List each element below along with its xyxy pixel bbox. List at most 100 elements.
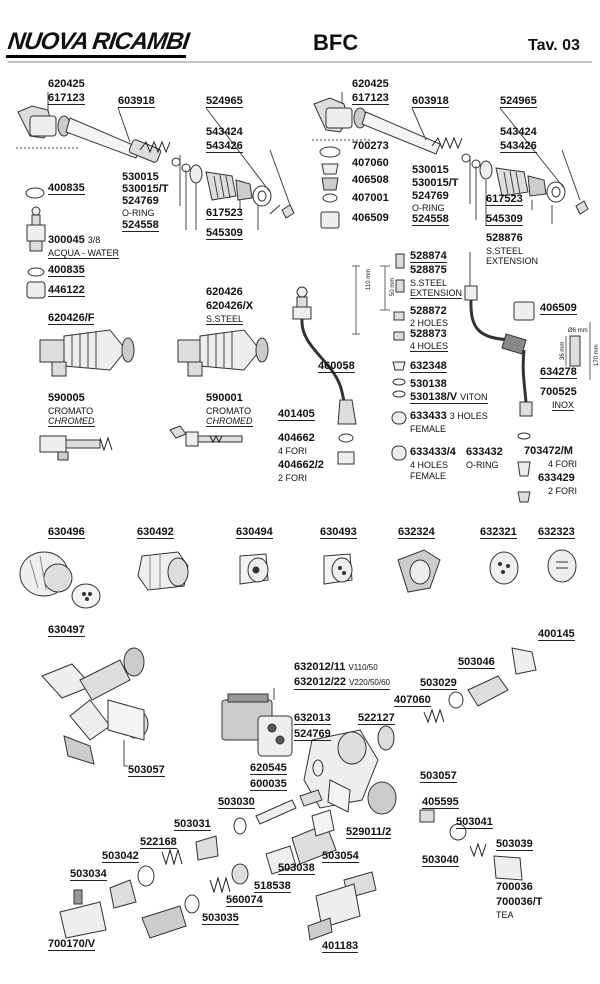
label-2fori: 2 FORI: [278, 473, 308, 483]
dimension-markers: [352, 265, 390, 335]
label-v220: V220/50/60: [349, 678, 390, 687]
label-407060-bottom: 407060: [394, 694, 431, 707]
valve-parts-upper-right: [377, 647, 537, 751]
label-cromato-590001: CROMATO: [206, 406, 252, 416]
label-404662-2: 404662/2: [278, 459, 324, 471]
dim-36mm: 36 mm: [560, 341, 566, 360]
dim-50mm: 50 mm: [390, 277, 396, 296]
label-503034: 503034: [70, 868, 107, 881]
label-617523-left: 617523: [206, 207, 243, 220]
label-530015T-left: 530015/T: [122, 183, 169, 195]
label-560074: 560074: [226, 894, 263, 907]
label-503057-center: 503057: [420, 770, 457, 783]
valve-parts-lower-left: [59, 789, 337, 939]
label-406509-top: 406509: [352, 212, 389, 224]
label-chromed-590005: CHROMED: [48, 416, 95, 427]
spray-632323: [547, 549, 577, 583]
label-460058: 460058: [318, 360, 355, 373]
spray-630497: [71, 583, 101, 609]
group-head-assembly-503057-left: [41, 647, 149, 765]
label-530015-right: 530015: [412, 164, 449, 176]
label-530138: 530138: [410, 378, 447, 390]
valve-body-503057-center: [303, 729, 397, 815]
label-632012-22-code: 632012/22: [294, 676, 346, 688]
spray-630492: [137, 551, 189, 591]
tap-body-620426: [177, 329, 269, 377]
label-401405: 401405: [278, 408, 315, 421]
label-300045: 300045 3/8: [48, 234, 100, 246]
tea-valve-parts-right: [419, 809, 523, 881]
label-700273: 700273: [352, 140, 389, 152]
label-603918-right: 603918: [412, 95, 449, 108]
label-503031: 503031: [174, 818, 211, 831]
label-528876: 528876: [486, 232, 523, 244]
label-400835-b: 400835: [48, 264, 85, 277]
label-524965-left: 524965: [206, 95, 243, 108]
leaders-top-left: [16, 92, 291, 230]
label-590005: 590005: [48, 392, 85, 404]
label-2fori-b: 2 FORI: [548, 486, 578, 496]
left-column-parts: [25, 187, 46, 299]
label-617523-right: 617523: [486, 193, 523, 206]
solenoid-632012: [221, 688, 293, 757]
label-524965-right: 524965: [500, 95, 537, 108]
label-4fori-b: 4 FORI: [548, 459, 578, 469]
label-617123-right: 617123: [352, 92, 389, 105]
label-633433-code: 633433: [410, 410, 447, 422]
dim-110mm: 110 mm: [366, 268, 372, 290]
label-405595: 405595: [422, 796, 459, 809]
label-oring-left: O-RING: [122, 208, 155, 218]
label-543424-right: 543424: [500, 126, 537, 138]
label-518538: 518538: [254, 880, 291, 893]
spray-630493: [323, 553, 353, 585]
label-oring-right: O-RING: [412, 203, 445, 213]
label-620425-left: 620425: [48, 78, 85, 90]
label-600035: 600035: [250, 778, 287, 791]
label-633429: 633429: [538, 472, 575, 484]
label-chromed-590001-text: CHROMED: [206, 416, 253, 426]
label-703472M: 703472/M: [524, 445, 573, 457]
label-female-633433: FEMALE: [410, 424, 447, 434]
part-406509-right: [513, 301, 535, 321]
label-size: 3/8: [87, 235, 101, 245]
label-630492: 630492: [137, 526, 174, 539]
label-404662: 404662: [278, 432, 315, 444]
label-632323: 632323: [538, 526, 575, 539]
spray-630496: [19, 551, 73, 597]
label-603918-left: 603918: [118, 95, 155, 108]
label-503057-left: 503057: [128, 764, 165, 777]
label-407001: 407001: [352, 192, 389, 204]
label-590001: 590001: [206, 392, 243, 404]
label-620545: 620545: [250, 762, 287, 775]
label-524558-right: 524558: [412, 213, 449, 226]
label-545309-right: 545309: [486, 213, 523, 226]
fitting-590005: [39, 435, 113, 461]
label-446122: 446122: [48, 284, 85, 297]
label-503035: 503035: [202, 912, 239, 925]
label-632324: 632324: [398, 526, 435, 539]
label-4fori: 4 FORI: [278, 446, 308, 456]
label-700036: 700036: [496, 881, 533, 893]
label-617123-left: 617123: [48, 92, 85, 105]
label-406509-right: 406509: [540, 302, 577, 315]
label-530015-left: 530015: [122, 171, 159, 183]
label-chromed-590005-text: CHROMED: [48, 416, 95, 426]
label-503054: 503054: [322, 850, 359, 863]
label-632012-22: 632012/22 V220/50/60: [294, 676, 390, 690]
part-634278: [565, 322, 591, 380]
label-406508: 406508: [352, 174, 389, 186]
label-oring-633432: O-RING: [466, 460, 499, 470]
label-700036T: 700036/T: [496, 896, 543, 908]
leaders-top-right: [312, 92, 581, 226]
label-524558-left: 524558: [122, 219, 159, 232]
label-steel-528876: S.STEEL: [486, 246, 524, 256]
label-620425-right: 620425: [352, 78, 389, 90]
steam-tap-left-assembly: [17, 105, 295, 219]
label-female-633433-4: FEMALE: [410, 471, 447, 481]
label-401183: 401183: [322, 940, 359, 953]
label-528874: 528874: [410, 250, 447, 263]
label-4holes: 4 HOLES: [410, 341, 449, 352]
label-543424-left: 543424: [206, 126, 243, 138]
